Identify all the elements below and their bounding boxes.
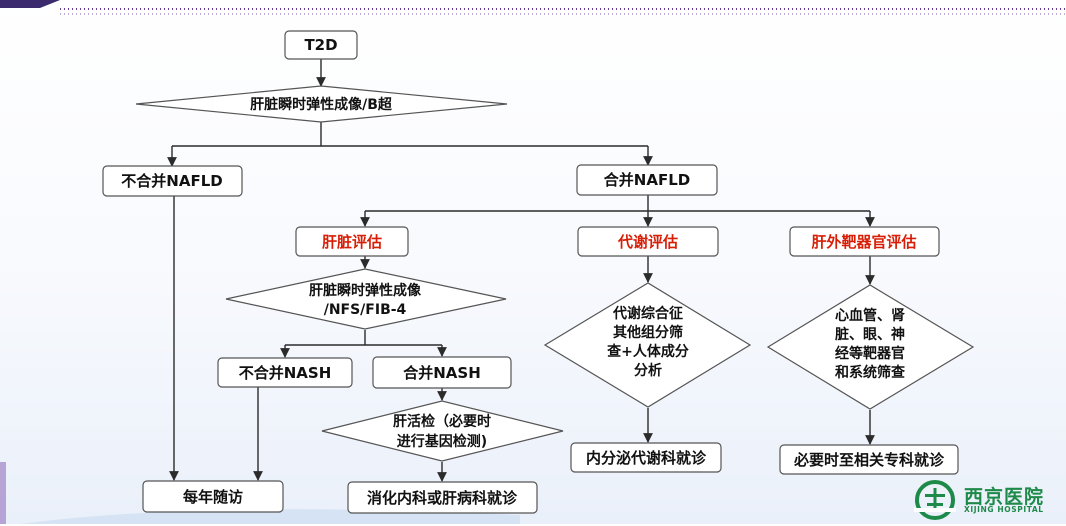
node-biopsy-diamond: 肝活检（必要时 进行基因检测) (321, 400, 564, 462)
node-annual: 每年随访 (142, 480, 284, 513)
node-nafld: 合并NAFLD (576, 164, 718, 196)
node-no-nafld: 不合并NAFLD (102, 165, 243, 197)
svg-text:进行基因检测): 进行基因检测) (397, 433, 487, 450)
svg-text:分析: 分析 (634, 362, 662, 379)
svg-text:肝脏瞬时弹性成像: 肝脏瞬时弹性成像 (309, 282, 422, 299)
hospital-emblem-icon (914, 480, 956, 520)
node-t2d: T2D (284, 30, 358, 60)
svg-text:每年随访: 每年随访 (183, 488, 243, 506)
logo-subtitle: XIJING HOSPITAL (964, 505, 1044, 514)
svg-text:不合并NASH: 不合并NASH (239, 364, 332, 382)
svg-text:代谢评估: 代谢评估 (617, 233, 678, 251)
header-band (0, 0, 1066, 15)
node-extra-eval: 肝外靶器官评估 (789, 226, 940, 257)
svg-text:内分泌代谢科就诊: 内分泌代谢科就诊 (586, 449, 707, 467)
svg-text:其他组分筛: 其他组分筛 (613, 324, 683, 341)
connectors (167, 59, 875, 482)
svg-text:消化内科或肝病科就诊: 消化内科或肝病科就诊 (367, 489, 518, 507)
svg-text:和系统筛查: 和系统筛查 (835, 364, 906, 381)
svg-text:必要时至相关专科就诊: 必要时至相关专科就诊 (793, 451, 945, 469)
svg-text:T2D: T2D (304, 36, 337, 54)
svg-text:脏、眼、神: 脏、眼、神 (835, 326, 905, 343)
conn-screen-split (172, 122, 648, 147)
node-nash: 合并NASH (372, 356, 512, 389)
svg-text:肝脏评估: 肝脏评估 (322, 233, 382, 251)
svg-text:心血管、肾: 心血管、肾 (835, 307, 905, 324)
svg-text:/NFS/FIB-4: /NFS/FIB-4 (324, 302, 407, 318)
node-metab-eval: 代谢评估 (577, 226, 719, 257)
node-extra-diamond: 心血管、肾 脏、眼、神 经等靶器官 和系统筛查 (766, 284, 975, 410)
svg-text:合并NAFLD: 合并NAFLD (603, 171, 690, 189)
hospital-logo: 西京医院 XIJING HOSPITAL (912, 478, 1062, 522)
node-screen-diamond: 肝脏瞬时弹性成像/B超 (135, 85, 508, 123)
node-gi-clinic: 消化内科或肝病科就诊 (347, 481, 538, 514)
node-endo-clinic: 内分泌代谢科就诊 (570, 442, 722, 473)
svg-text:肝脏瞬时弹性成像/B超: 肝脏瞬时弹性成像/B超 (250, 96, 393, 113)
svg-text:肝活检（必要时: 肝活检（必要时 (393, 413, 491, 430)
svg-text:肝外靶器官评估: 肝外靶器官评估 (811, 233, 916, 251)
svg-text:合并NASH: 合并NASH (402, 364, 481, 382)
node-specialist: 必要时至相关专科就诊 (779, 444, 959, 475)
node-liver-eval: 肝脏评估 (295, 226, 409, 257)
node-metab-diamond: 代谢综合征 其他组分筛 查+人体成分 分析 (543, 282, 752, 408)
conn-liver-diamond-split (285, 330, 442, 346)
node-liver-diamond: 肝脏瞬时弹性成像 /NFS/FIB-4 (225, 268, 507, 330)
svg-text:不合并NAFLD: 不合并NAFLD (121, 172, 222, 190)
svg-text:经等靶器官: 经等靶器官 (835, 345, 905, 362)
svg-text:查+人体成分: 查+人体成分 (607, 343, 689, 360)
node-no-nash: 不合并NASH (217, 357, 353, 388)
logo-name: 西京医院 (964, 486, 1045, 508)
svg-text:代谢综合征: 代谢综合征 (612, 305, 683, 322)
conn-nafld-split (365, 195, 870, 212)
